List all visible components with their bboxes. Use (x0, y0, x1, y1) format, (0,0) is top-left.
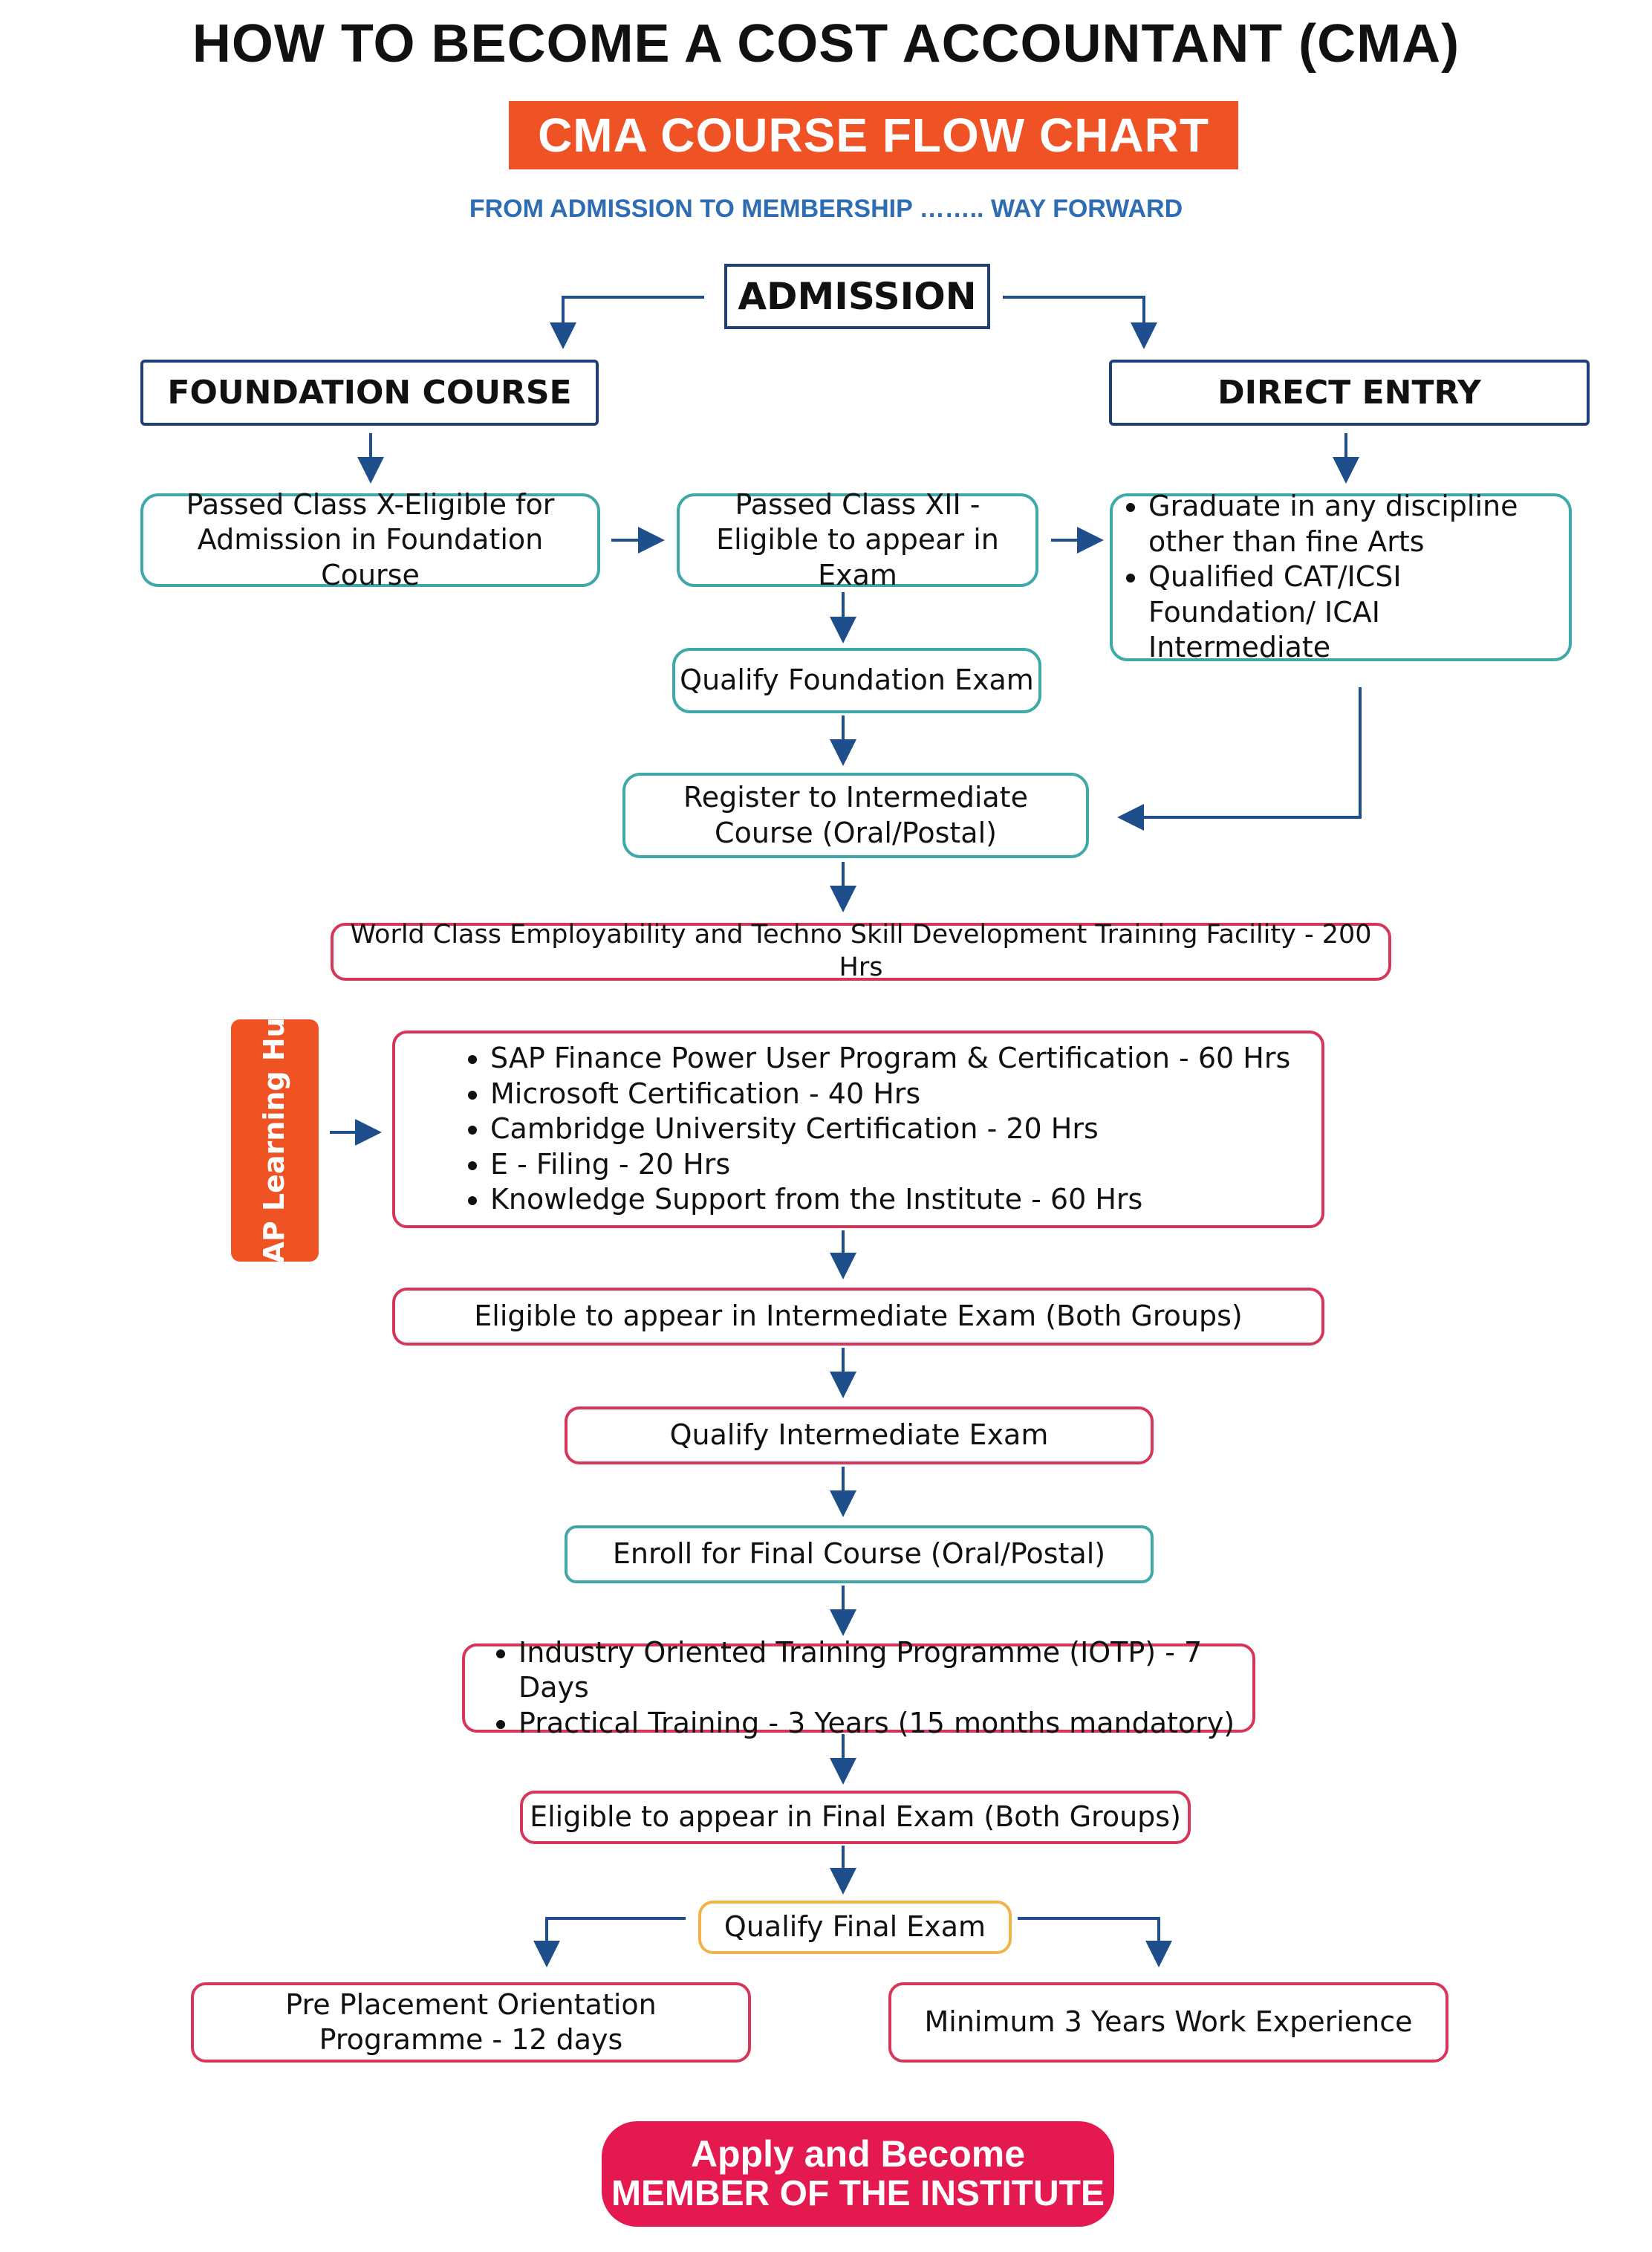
criteria-item: Qualified CAT/ICSI Foundation/ ICAI Inte… (1148, 559, 1561, 666)
arrow-admission-to-direct-entry (1003, 296, 1157, 349)
final-training-item: Practical Training - 3 Years (15 months … (518, 1706, 1252, 1742)
training-item: Microsoft Certification - 40 Hrs (490, 1077, 1290, 1112)
enroll-final-box: Enroll for Final Course (Oral/Postal) (565, 1525, 1154, 1583)
foundation-course-box: FOUNDATION COURSE (140, 360, 599, 426)
qualify-foundation-box: Qualify Foundation Exam (672, 648, 1041, 713)
training-item: Knowledge Support from the Institute - 6… (490, 1182, 1290, 1218)
flowchart-banner: CMA COURSE FLOW CHART (509, 101, 1238, 169)
qualify-intermediate-box: Qualify Intermediate Exam (565, 1406, 1154, 1464)
training-item: E - Filing - 20 Hrs (490, 1147, 1290, 1183)
sap-learning-hub-tab: SAP Learning Hub (231, 997, 319, 1284)
admission-box: ADMISSION (724, 264, 990, 329)
direct-entry-criteria-list: Graduate in any discipline other than fi… (1113, 489, 1561, 666)
criteria-item: Graduate in any discipline other than fi… (1148, 489, 1561, 559)
page-subtitle: FROM ADMISSION TO MEMBERSHIP …….. WAY FO… (469, 195, 1183, 223)
cta-line-2: MEMBER OF THE INSTITUTE (611, 2174, 1105, 2214)
direct-entry-criteria-box: Graduate in any discipline other than fi… (1110, 490, 1572, 663)
arrow-qualify-final-to-pre-placement (533, 1917, 686, 1967)
register-intermediate-box: Register to Intermediate Course (Oral/Po… (622, 773, 1089, 858)
training-item: Cambridge University Certification - 20 … (490, 1112, 1290, 1147)
training-programs-box: SAP Finance Power User Program & Certifi… (392, 1031, 1324, 1228)
work-experience-box: Minimum 3 Years Work Experience (888, 1982, 1448, 2063)
class-x-box: Passed Class X-Eligible for Admission in… (140, 488, 600, 591)
eligible-final-box: Eligible to appear in Final Exam (Both G… (520, 1791, 1191, 1844)
eligible-intermediate-box: Eligible to appear in Intermediate Exam … (392, 1288, 1324, 1346)
qualify-final-box: Qualify Final Exam (698, 1901, 1012, 1954)
training-facility-box: World Class Employability and Techno Ski… (331, 920, 1391, 982)
class-xii-box: Passed Class XII - Eligible to appear in… (677, 488, 1038, 591)
pre-placement-box: Pre Placement Orientation Programme - 12… (191, 1982, 751, 2063)
page-title: HOW TO BECOME A COST ACCOUNTANT (CMA) (192, 14, 1460, 74)
final-training-list: Industry Oriented Training Programme (IO… (483, 1635, 1252, 1742)
arrow-direct-entry-to-register (1117, 687, 1362, 831)
direct-entry-box: DIRECT ENTRY (1109, 360, 1590, 426)
training-programs-list: SAP Finance Power User Program & Certifi… (455, 1041, 1290, 1218)
final-training-box: Industry Oriented Training Programme (IO… (462, 1636, 1255, 1739)
training-item: SAP Finance Power User Program & Certifi… (490, 1041, 1290, 1077)
final-training-item: Industry Oriented Training Programme (IO… (518, 1635, 1252, 1706)
arrow-admission-to-foundation (550, 296, 704, 349)
cta-line-1: Apply and Become (690, 2133, 1026, 2175)
sap-learning-hub-label: SAP Learning Hub (258, 997, 291, 1284)
apply-member-button[interactable]: Apply and Become MEMBER OF THE INSTITUTE (602, 2121, 1114, 2227)
arrow-qualify-final-to-work-experience (1018, 1917, 1172, 1967)
